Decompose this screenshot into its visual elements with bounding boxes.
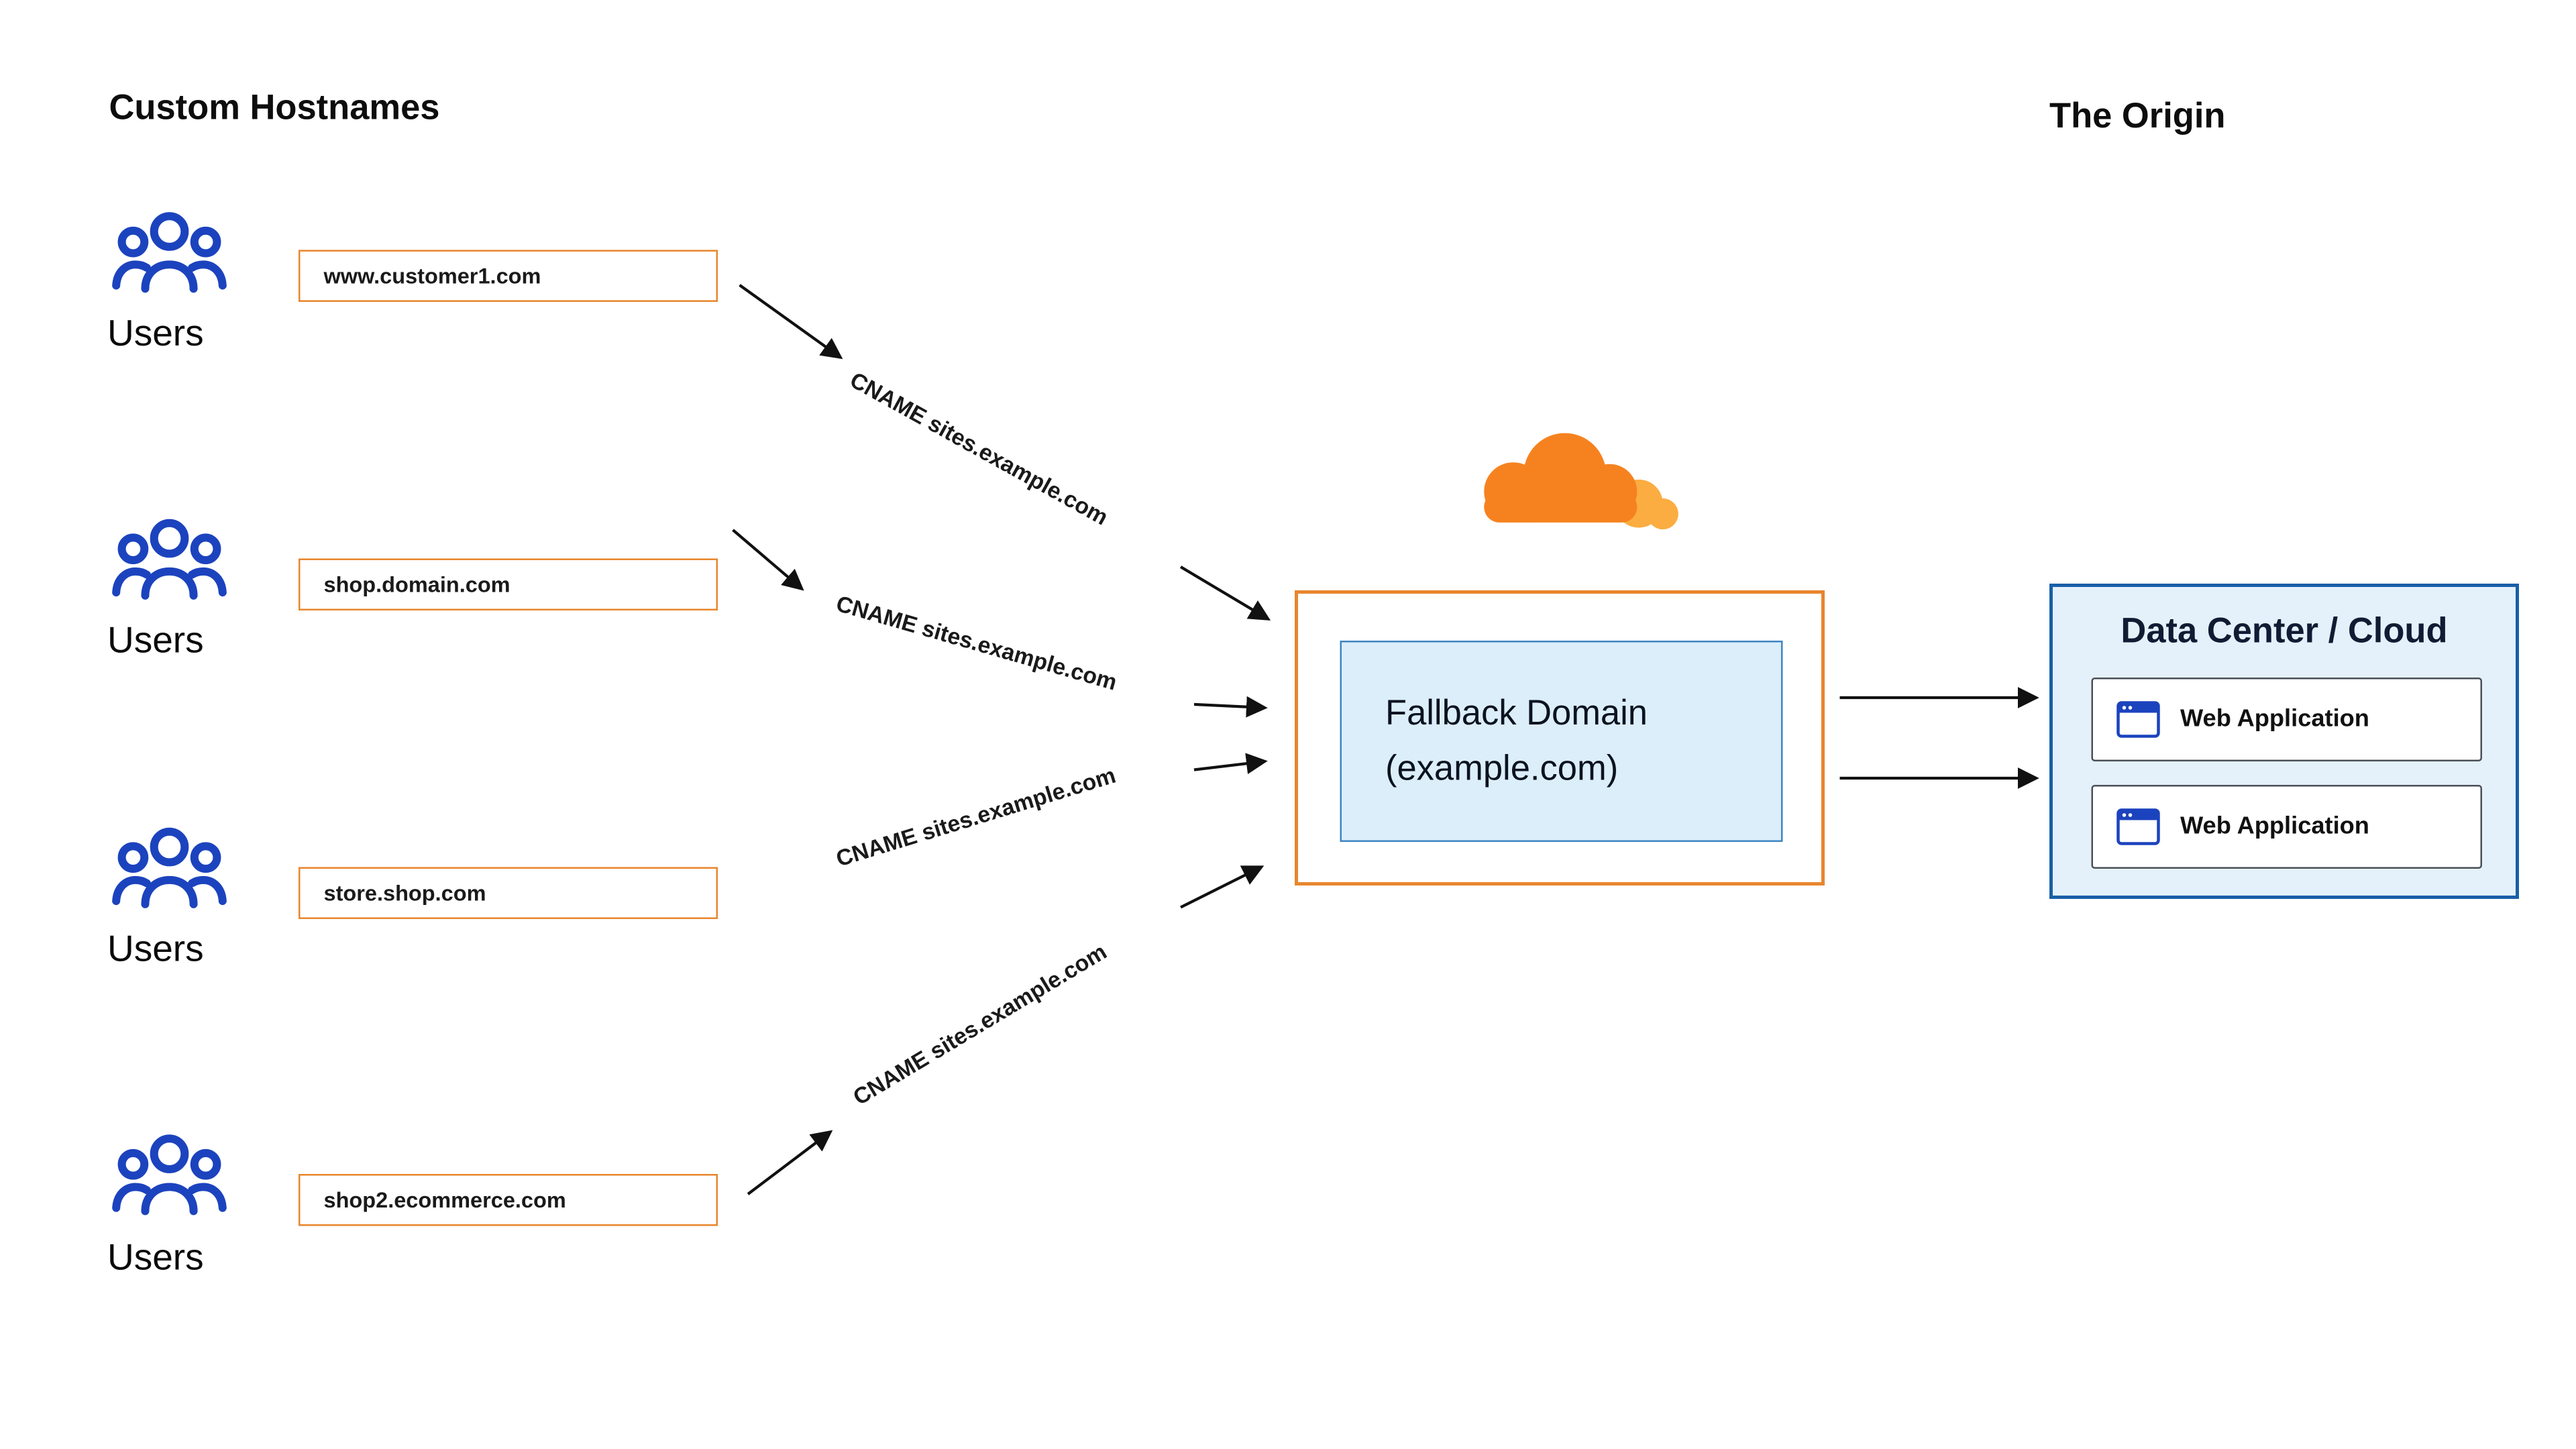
- hostname-box: store.shop.com: [299, 867, 718, 919]
- cname-label: CNAME sites.example.com: [849, 938, 1112, 1110]
- fallback-domain-line2: (example.com): [1385, 749, 1619, 788]
- cname-label: CNAME sites.example.com: [833, 762, 1119, 872]
- web-application-label: Web Application: [2180, 706, 2369, 733]
- custom-hostnames-title: Custom Hostnames: [109, 89, 440, 128]
- arrow-row4-out: [747, 1130, 833, 1195]
- cname-label: CNAME sites.example.com: [845, 367, 1113, 531]
- fallback-domain-box: Fallback Domain (example.com): [1340, 641, 1783, 842]
- users-icon: [112, 212, 227, 293]
- the-origin-title: The Origin: [2049, 97, 2226, 136]
- data-center-panel: Data Center / Cloud Web Application Web …: [2049, 584, 2519, 899]
- fallback-domain-line1: Fallback Domain: [1385, 695, 1648, 734]
- users-label: Users: [107, 927, 204, 970]
- browser-window-icon: [2116, 701, 2160, 738]
- hostname-box: shop2.ecommerce.com: [299, 1174, 718, 1226]
- web-application-box: Web Application: [2091, 678, 2482, 761]
- users-label: Users: [107, 619, 204, 661]
- hostname-text: store.shop.com: [323, 880, 486, 906]
- users-icon: [112, 827, 227, 908]
- users-icon: [112, 1134, 227, 1216]
- hostname-text: shop.domain.com: [323, 572, 511, 598]
- web-application-label: Web Application: [2180, 813, 2369, 841]
- hostname-box: www.customer1.com: [299, 250, 718, 302]
- users-label: Users: [107, 1236, 204, 1279]
- users-label: Users: [107, 312, 204, 354]
- users-icon: [112, 519, 227, 600]
- cname-label: CNAME sites.example.com: [833, 590, 1120, 696]
- cloudflare-zone-box: Fallback Domain (example.com): [1295, 590, 1825, 885]
- hostname-text: shop2.ecommerce.com: [323, 1187, 566, 1213]
- arrow-row3-in: [1193, 753, 1268, 775]
- arrow-row1-out: [739, 284, 843, 360]
- browser-window-icon: [2116, 808, 2160, 845]
- web-application-box: Web Application: [2091, 785, 2482, 869]
- data-center-title: Data Center / Cloud: [2121, 612, 2448, 651]
- arrow-row2-in: [1193, 696, 1268, 718]
- cloudflare-logo: [1484, 433, 1678, 530]
- arrow-row1-in: [1179, 566, 1271, 621]
- hostname-text: www.customer1.com: [323, 263, 541, 289]
- arrow-row2-out: [732, 529, 804, 591]
- arrow-row4-in: [1180, 865, 1265, 909]
- hostname-box: shop.domain.com: [299, 558, 718, 610]
